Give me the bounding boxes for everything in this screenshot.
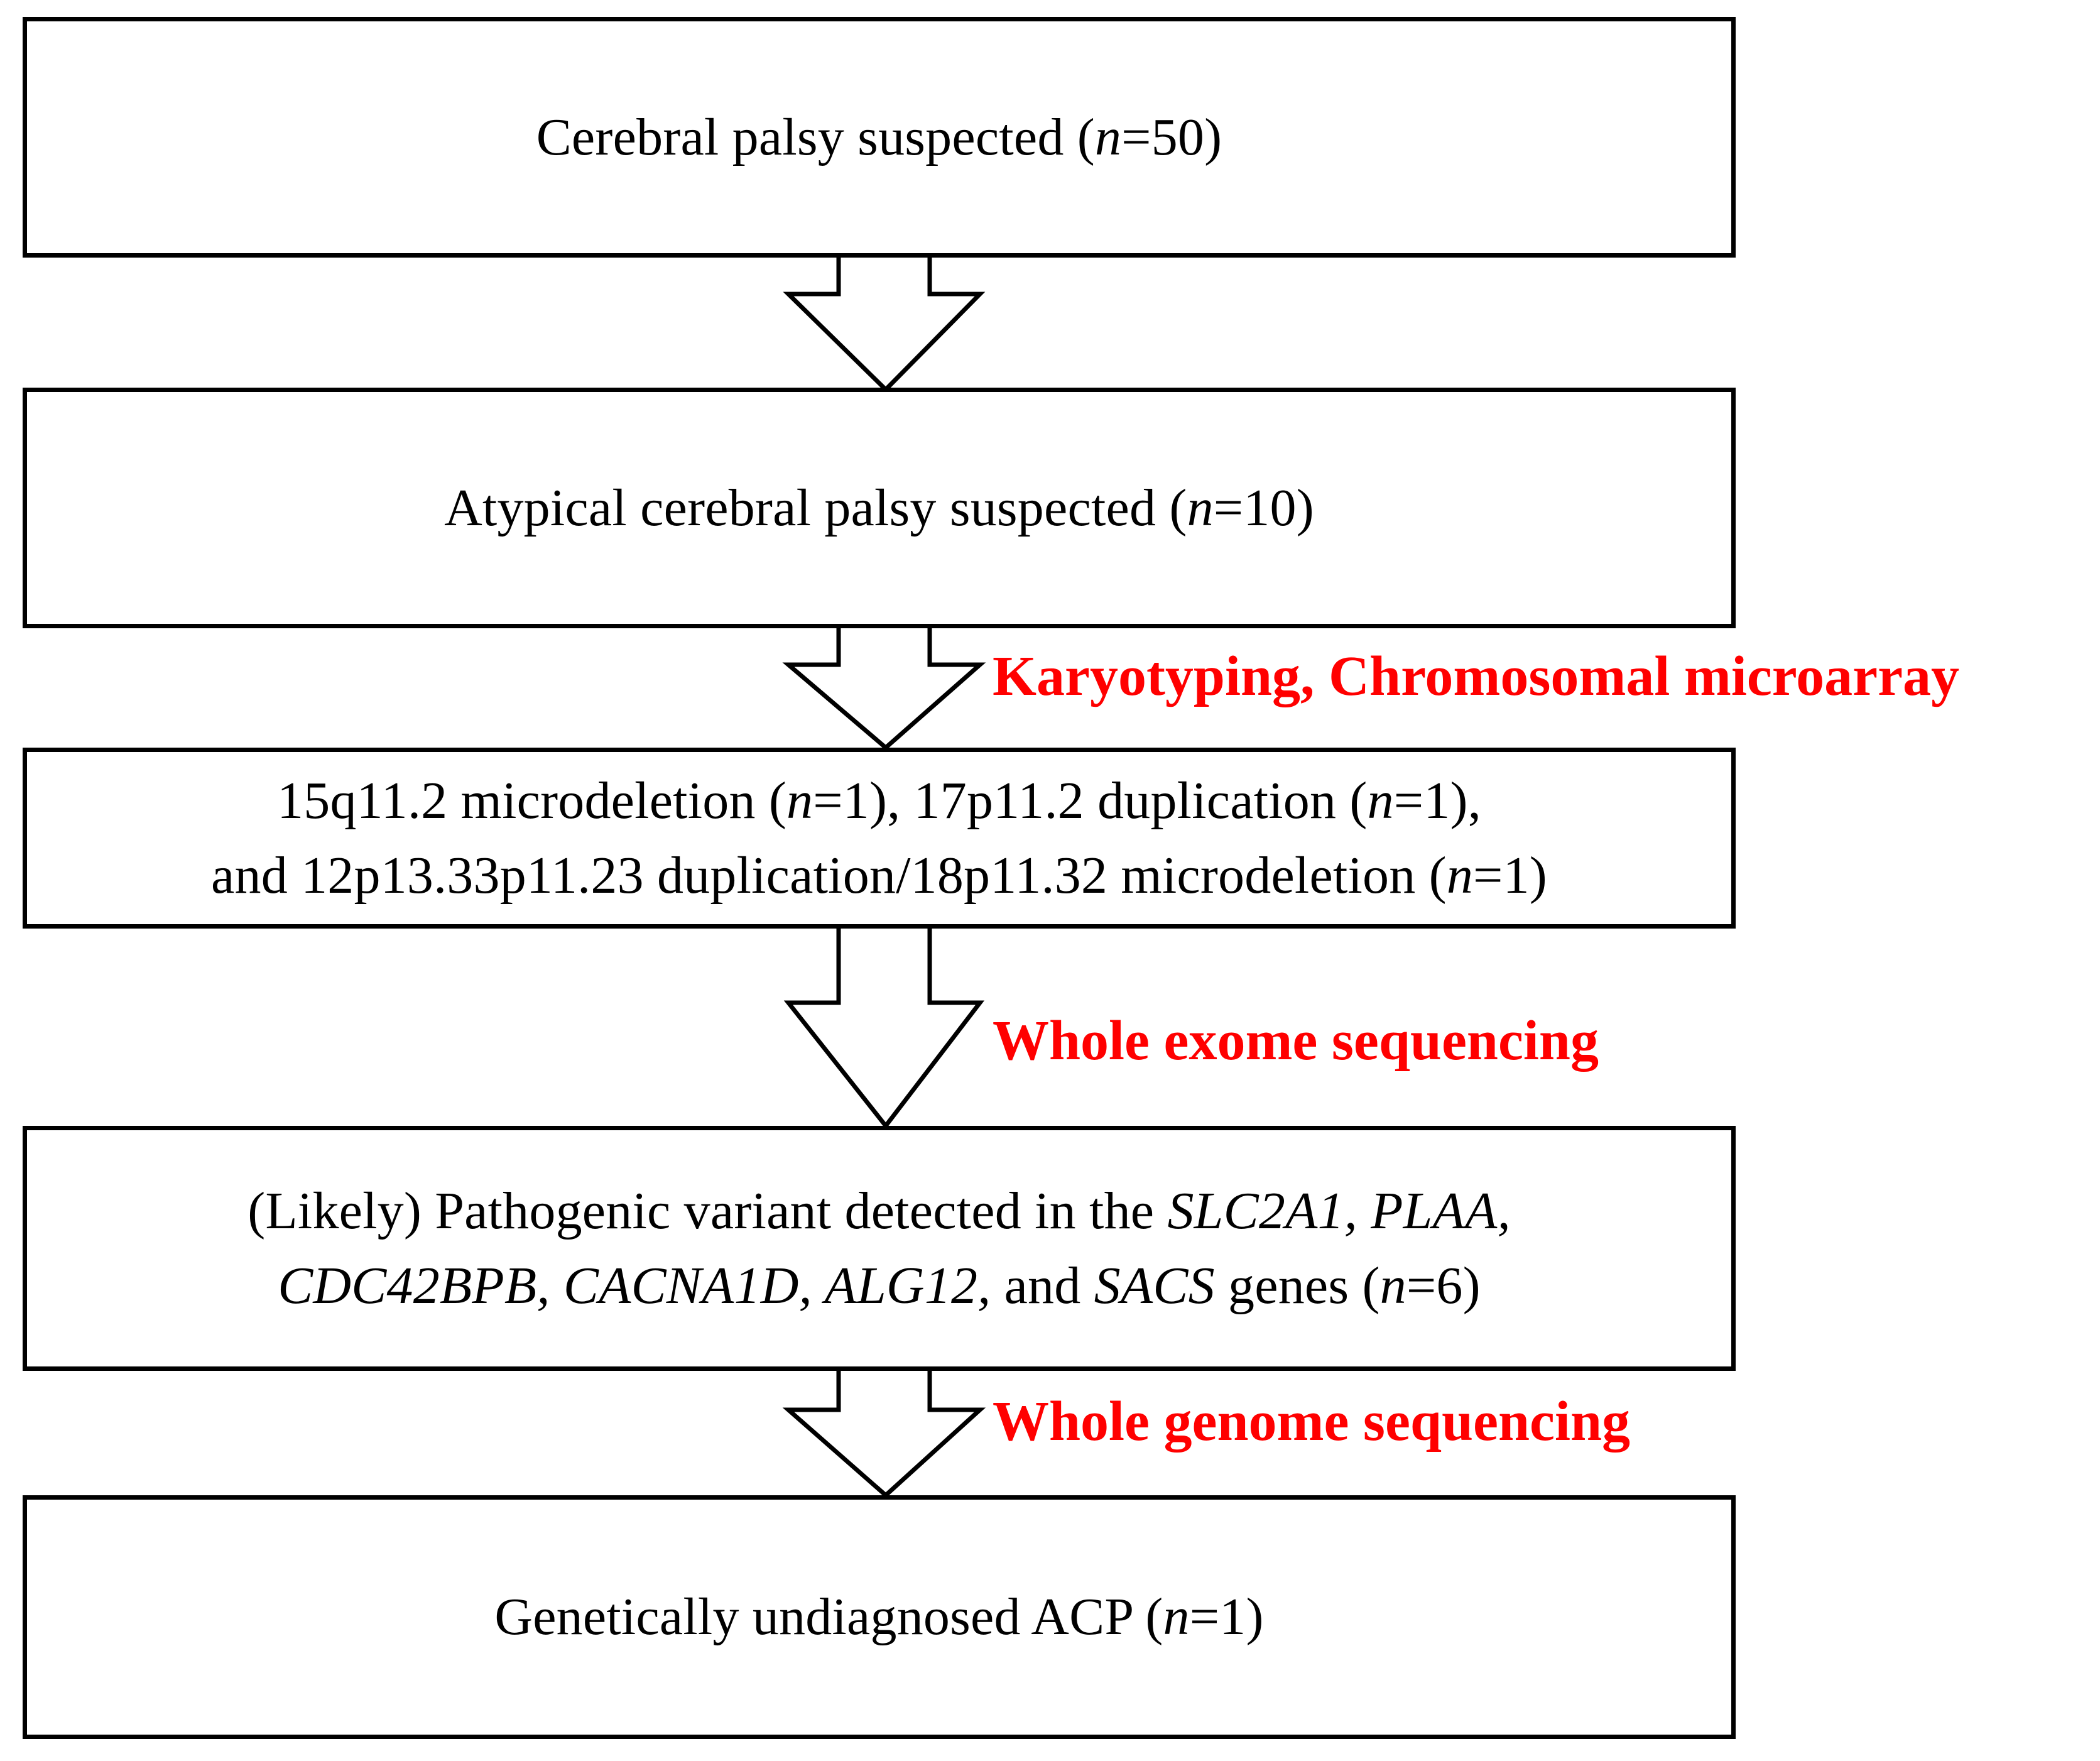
flow-node-3-l1-n2-italic: n <box>1367 771 1394 830</box>
arrow-down-icon <box>783 258 986 393</box>
flow-node-2-text: Atypical cerebral palsy suspected (n=10) <box>444 471 1314 545</box>
flow-node-4-line-2: CDC42BPB, CACNA1D, ALG12, and SACS genes… <box>278 1248 1481 1323</box>
flow-node-4-l2-genes-b-italic: SACS <box>1094 1257 1215 1315</box>
flow-node-3-l1-b: =1), 17p11.2 duplication ( <box>813 771 1368 830</box>
arrow-down-icon <box>782 1371 986 1498</box>
arrow-down-icon <box>783 929 985 1130</box>
flow-node-atypical-cerebral-palsy-suspected: Atypical cerebral palsy suspected (n=10) <box>23 388 1736 628</box>
flow-node-4-l2-and: and <box>991 1257 1094 1315</box>
flow-arrow-3 <box>783 929 985 1130</box>
flow-node-2-text-tail: =10) <box>1213 478 1314 537</box>
flow-node-pathogenic-variant-genes: (Likely) Pathogenic variant detected in … <box>23 1126 1736 1371</box>
flow-node-3-line-1: 15q11.2 microdeletion (n=1), 17p11.2 dup… <box>277 763 1481 838</box>
arrow-down-icon <box>782 628 986 751</box>
flow-node-4-l2-genes-a-italic: CDC42BPB, CACNA1D, ALG12, <box>278 1257 991 1315</box>
flow-node-4-line-1: (Likely) Pathogenic variant detected in … <box>248 1174 1511 1248</box>
flow-node-5-text: Genetically undiagnosed ACP (n=1) <box>494 1579 1263 1654</box>
flow-arrow-2 <box>782 628 986 751</box>
flow-arrow-1 <box>783 258 986 393</box>
flow-node-4-l2-tail-a: genes ( <box>1214 1257 1380 1315</box>
flow-node-3-line-2: and 12p13.33p11.23 duplication/18p11.32 … <box>211 838 1547 913</box>
flow-node-3-l1-a: 15q11.2 microdeletion ( <box>277 771 787 830</box>
flow-node-2-n-italic: n <box>1187 478 1214 537</box>
process-label-whole-genome-sequencing: Whole genome sequencing <box>993 1390 1631 1453</box>
flow-node-3-l1-n1-italic: n <box>786 771 813 830</box>
flow-node-5-text-head: Genetically undiagnosed ACP ( <box>494 1588 1163 1647</box>
flow-node-chromosomal-findings: 15q11.2 microdeletion (n=1), 17p11.2 dup… <box>23 748 1736 929</box>
flow-node-1-text: Cerebral palsy suspected (n=50) <box>536 100 1222 175</box>
flow-node-1-n-italic: n <box>1094 107 1122 166</box>
process-label-karyotyping-microarray: Karyotyping, Chromosomal microarray <box>993 645 1960 707</box>
flow-node-cerebral-palsy-suspected: Cerebral palsy suspected (n=50) <box>23 17 1736 258</box>
flow-node-3-l2-n-italic: n <box>1446 846 1474 905</box>
flow-node-1-text-tail: =50) <box>1121 107 1222 166</box>
flow-node-3-l1-c: =1), <box>1393 771 1481 830</box>
flow-node-1-text-head: Cerebral palsy suspected ( <box>536 107 1095 166</box>
process-label-whole-exome-sequencing: Whole exome sequencing <box>993 1010 1599 1072</box>
flow-arrow-4 <box>782 1371 986 1498</box>
flow-node-4-l2-tail-b: =6) <box>1406 1257 1481 1315</box>
flow-node-3-l2-b: =1) <box>1473 846 1547 905</box>
flow-node-4-l1-a: (Likely) Pathogenic variant detected in … <box>248 1181 1168 1240</box>
flow-node-genetically-undiagnosed-acp: Genetically undiagnosed ACP (n=1) <box>23 1495 1736 1739</box>
flow-node-4-l1-genes-italic: SLC2A1, PLAA, <box>1167 1181 1511 1240</box>
flow-node-3-l2-a: and 12p13.33p11.23 duplication/18p11.32 … <box>211 846 1447 905</box>
flow-node-4-l2-n-italic: n <box>1379 1257 1406 1315</box>
flow-node-2-text-head: Atypical cerebral palsy suspected ( <box>444 478 1187 537</box>
flow-node-5-n-italic: n <box>1163 1588 1190 1647</box>
flow-node-5-text-tail: =1) <box>1189 1588 1264 1647</box>
